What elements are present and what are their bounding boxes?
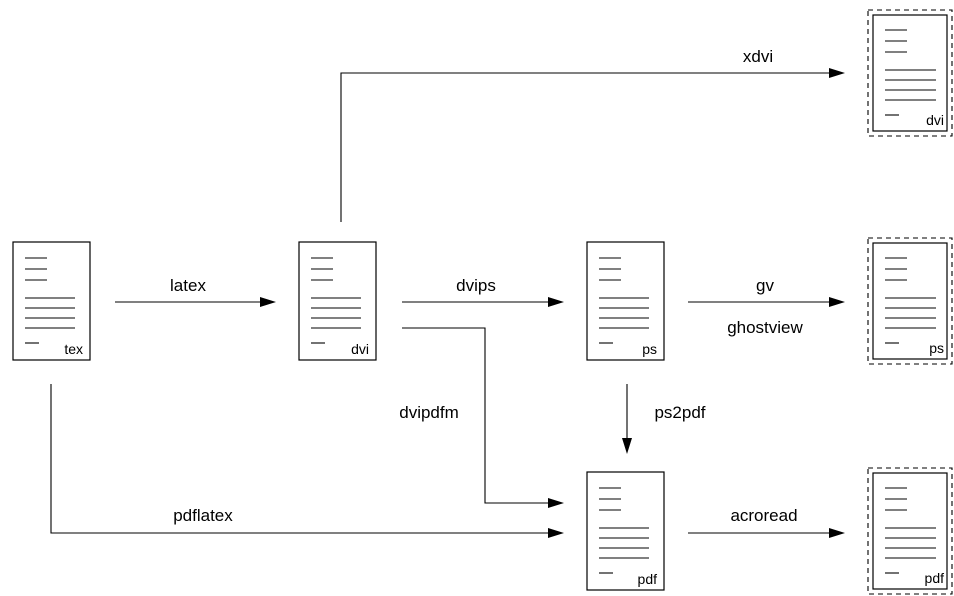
doc-ps-label: ps xyxy=(642,341,657,357)
view-ps-page xyxy=(872,242,948,360)
xdvi-label: xdvi xyxy=(743,47,773,66)
view-dvi-page xyxy=(872,14,948,132)
doc-tex-page xyxy=(12,241,91,361)
doc-ps-lines xyxy=(599,257,649,344)
doc-tex: tex xyxy=(12,241,91,361)
view-dvi-lines xyxy=(885,29,936,116)
doc-dvi: dvi xyxy=(298,241,377,361)
edge-labels: latex dvips gv ghostview xdvi dvipdfm ps… xyxy=(170,47,803,525)
xdvi-arrowhead xyxy=(829,68,845,78)
doc-dvi-label: dvi xyxy=(351,341,369,357)
view-ps: ps xyxy=(867,237,953,365)
dvipdfm-label: dvipdfm xyxy=(399,403,459,422)
gv-arrowhead xyxy=(829,297,845,307)
view-ps-frame xyxy=(867,237,953,365)
xdvi-arrow-line xyxy=(340,72,830,222)
connectors xyxy=(50,68,845,538)
ghostview-label: ghostview xyxy=(727,318,803,337)
view-dvi: dvi xyxy=(867,9,953,137)
doc-pdf-page xyxy=(586,471,665,591)
doc-tex-label: tex xyxy=(64,341,83,357)
acroread-arrowhead xyxy=(829,528,845,538)
doc-pdf: pdf xyxy=(586,471,665,591)
ps2pdf-label: ps2pdf xyxy=(654,403,705,422)
view-pdf-frame xyxy=(867,467,953,595)
doc-dvi-page xyxy=(298,241,377,361)
gv-label: gv xyxy=(756,276,774,295)
pdflatex-arrow-line xyxy=(50,384,550,534)
doc-pdf-label: pdf xyxy=(638,571,658,587)
view-ps-label: ps xyxy=(929,340,944,356)
latex-label: latex xyxy=(170,276,206,295)
ps2pdf-arrowhead xyxy=(622,438,632,454)
view-pdf-page xyxy=(872,472,948,590)
view-pdf-label: pdf xyxy=(925,570,945,586)
acroread-label: acroread xyxy=(730,506,797,525)
view-pdf-lines xyxy=(885,487,936,574)
view-dvi-frame xyxy=(867,9,953,137)
latex-arrowhead xyxy=(260,297,276,307)
doc-tex-lines xyxy=(25,257,75,344)
dvips-arrowhead xyxy=(548,297,564,307)
dvipdfm-arrow-line xyxy=(402,327,550,504)
pdflatex-arrowhead xyxy=(548,528,564,538)
doc-ps: ps xyxy=(586,241,665,361)
doc-dvi-lines xyxy=(311,257,361,344)
doc-pdf-lines xyxy=(599,487,649,574)
view-pdf: pdf xyxy=(867,467,953,595)
pdflatex-label: pdflatex xyxy=(173,506,233,525)
view-dvi-label: dvi xyxy=(926,112,944,128)
doc-ps-page xyxy=(586,241,665,361)
view-ps-lines xyxy=(885,257,936,344)
dvips-label: dvips xyxy=(456,276,496,295)
dvipdfm-arrowhead xyxy=(548,498,564,508)
